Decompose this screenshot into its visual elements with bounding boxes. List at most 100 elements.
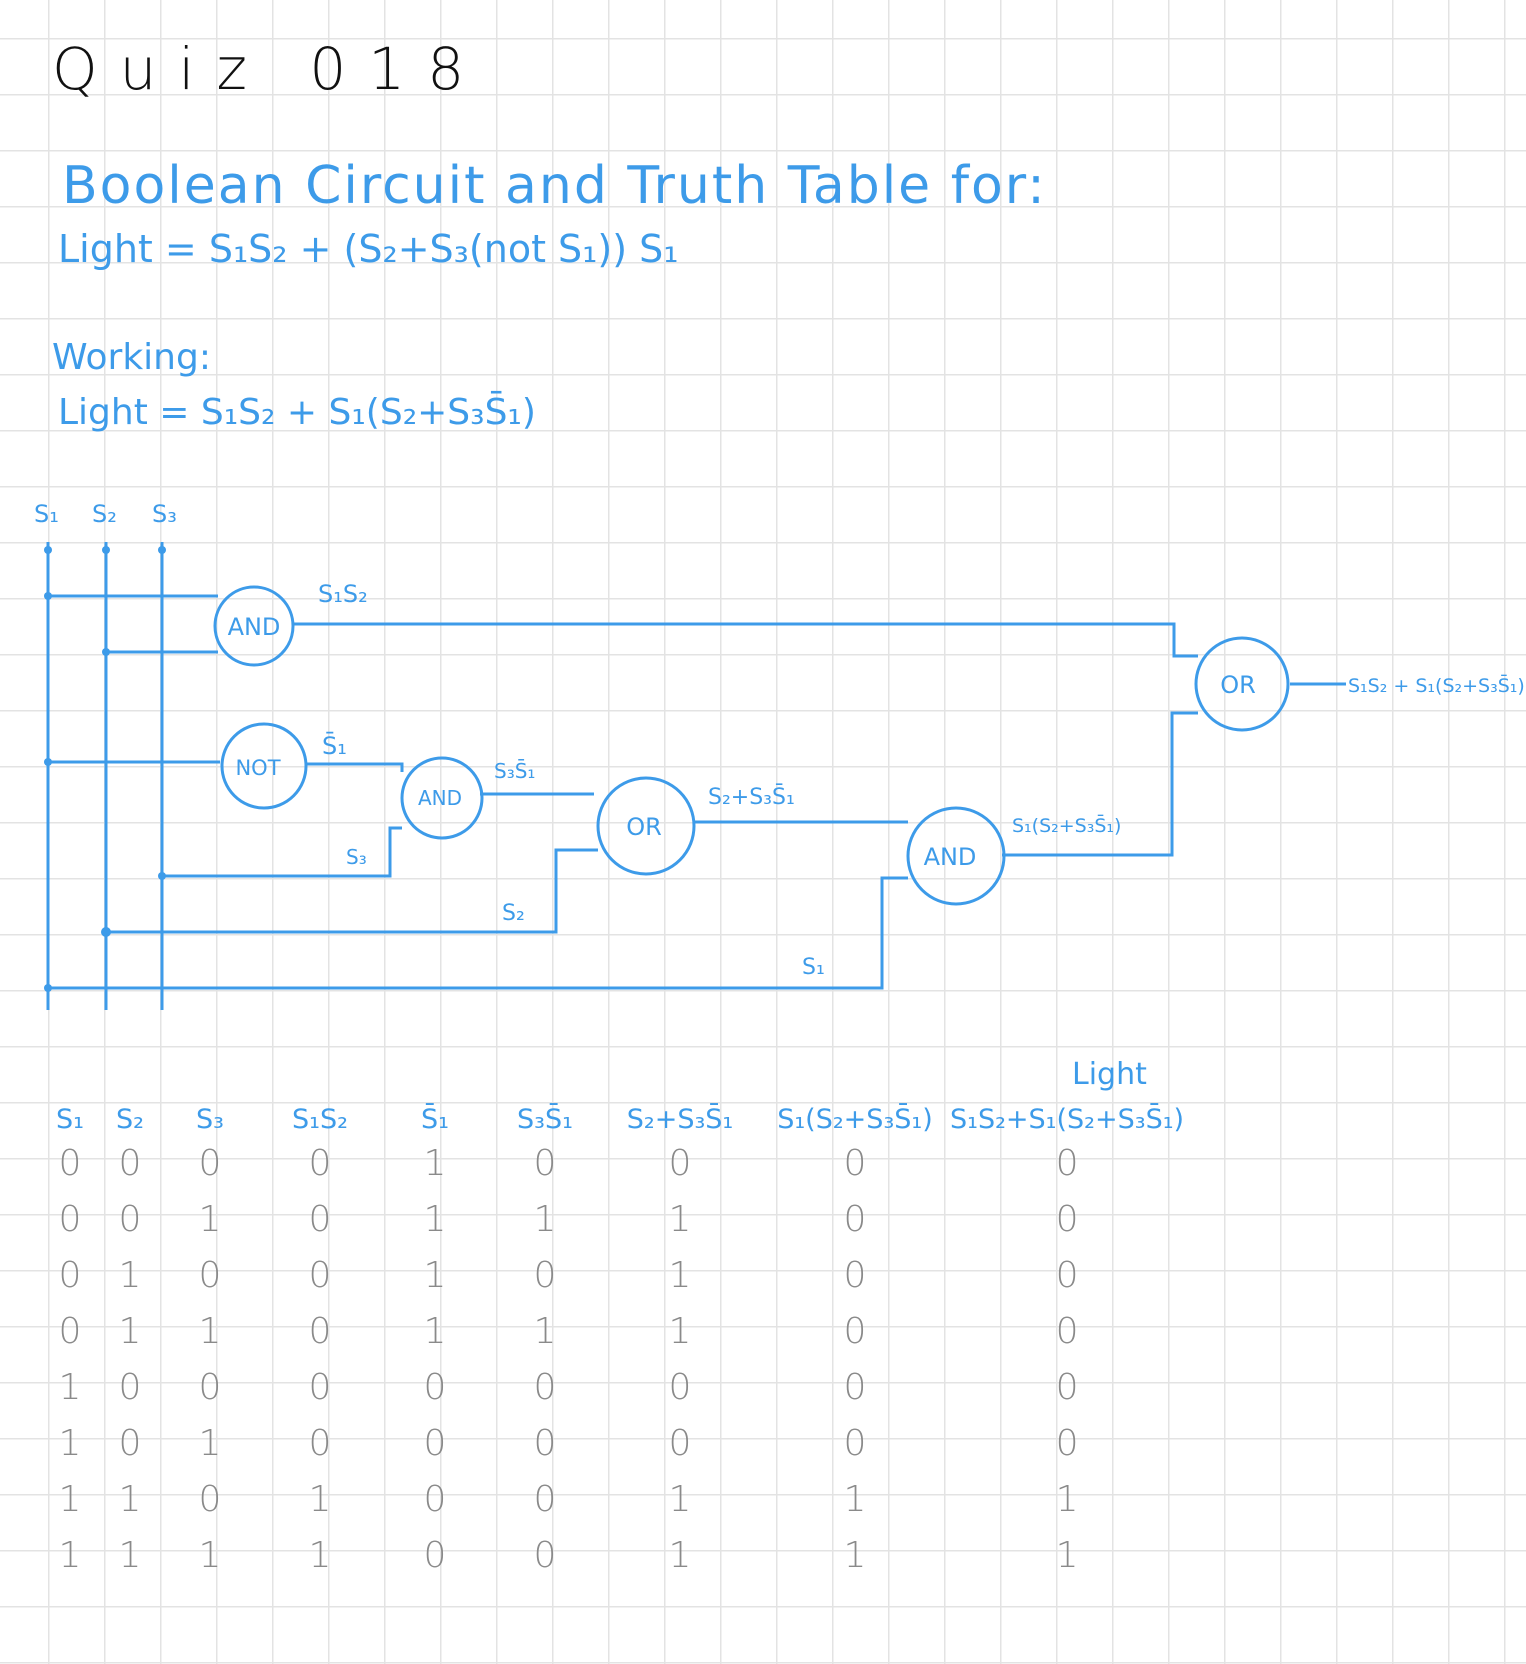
table-cell: 0 [1055,1198,1079,1240]
table-cell: 0 [423,1534,447,1576]
table-cell: 1 [198,1198,222,1240]
table-cell: 1 [58,1534,82,1576]
table-cell: 0 [198,1142,222,1184]
table-cell: 0 [1055,1422,1079,1464]
table-cell: 0 [423,1366,447,1408]
table-cell: 0 [308,1366,332,1408]
table-cell: 1 [668,1478,692,1520]
table-cell: 0 [308,1198,332,1240]
table-cell: 0 [533,1534,557,1576]
header-s2: S₂ [116,1104,144,1135]
input-label-s2: S₂ [92,500,117,528]
table-cell: 1 [308,1478,332,1520]
table-cell: 1 [533,1310,557,1352]
truth-table: S₁ S₂ S₃ S₁S₂ S̄₁ S₃S̄₁ S₂+S₃S̄₁ S₁(S₂+S… [40,1060,1184,1583]
table-cell: 1 [1055,1534,1079,1576]
table-cell: 1 [198,1310,222,1352]
wire-label-s1: S₁ [802,955,825,980]
and-gate-1 [213,585,295,667]
table-cell: 0 [198,1366,222,1408]
wire-label-output: S₁S₂ + S₁(S₂+S₃S̄₁) [1348,673,1525,697]
or-gate-1 [596,776,696,876]
table-cell: 1 [58,1366,82,1408]
table-cell: 0 [58,1254,82,1296]
table-cell: 1 [118,1310,142,1352]
header-s1s2: S₁S₂ [292,1104,348,1135]
table-cell: 1 [198,1422,222,1464]
table-cell: 0 [668,1366,692,1408]
table-cell: 0 [533,1366,557,1408]
wire-label-s3-not-s1: S₃S̄₁ [494,758,535,783]
table-cell: 0 [843,1254,867,1296]
table-cell: 0 [533,1254,557,1296]
table-cell: 0 [118,1422,142,1464]
header-s3: S₃ [196,1104,224,1135]
table-cell: 1 [118,1254,142,1296]
input-label-s3: S₃ [152,500,177,528]
table-cell: 0 [1055,1366,1079,1408]
table-cell: 0 [533,1142,557,1184]
light-formula: Light = S₁S₂ + (S₂+S₃(not S₁)) S₁ [58,227,679,271]
table-cell: 0 [118,1366,142,1408]
not-gate-label: NOT [235,756,280,780]
not-gate [220,722,308,810]
table-cell: 0 [308,1310,332,1352]
table-cell: 0 [308,1254,332,1296]
and-gate-3 [906,806,1006,906]
input-label-s1: S₁ [34,500,59,528]
table-cell: 1 [58,1478,82,1520]
wire-label-s2: S₂ [502,901,525,926]
table-cell: 1 [198,1534,222,1576]
table-cell: 0 [58,1142,82,1184]
table-cell: 1 [423,1198,447,1240]
table-cell: 0 [308,1142,332,1184]
wire-not-out [306,762,404,772]
table-cell: 0 [58,1310,82,1352]
and-gate-2-label: AND [418,786,462,810]
table-cell: 1 [668,1534,692,1576]
or-gate-1-label: OR [626,813,662,841]
table-cell: 1 [668,1198,692,1240]
table-cell: 1 [668,1310,692,1352]
table-cell: 0 [533,1422,557,1464]
wire-label-s2-plus: S₂+S₃S̄₁ [708,784,795,810]
and-gate-3-label: AND [924,843,977,871]
table-cell: 0 [118,1198,142,1240]
table-cell: 0 [1055,1142,1079,1184]
table-cell: 0 [533,1478,557,1520]
header-s3-not-s1: S₃S̄₁ [517,1104,573,1135]
table-cell: 1 [118,1478,142,1520]
table-cell: 0 [423,1478,447,1520]
wire-s1-to-and3 [48,876,908,990]
header-not-s1: S̄₁ [421,1104,449,1135]
table-cell: 0 [843,1310,867,1352]
or-gate-2-label: OR [1220,671,1256,699]
table-cell: 1 [308,1534,332,1576]
page-title: Quiz 018 [52,35,487,103]
table-cell: 0 [58,1198,82,1240]
header-s2-plus: S₂+S₃S̄₁ [626,1104,734,1135]
heading: Boolean Circuit and Truth Table for: [62,156,1047,216]
table-cell: 1 [58,1422,82,1464]
table-cell: 0 [308,1422,332,1464]
table-cell: 0 [1055,1254,1079,1296]
table-cell: 0 [843,1142,867,1184]
table-cell: 1 [843,1534,867,1576]
table-cell: 0 [668,1422,692,1464]
table-cell: 0 [198,1478,222,1520]
table-cell: 1 [668,1254,692,1296]
wire-s3-to-and2 [162,826,402,878]
header-s1: S₁ [56,1104,84,1135]
light-column-label: Light [1072,1057,1147,1092]
and-gate-1-label: AND [228,613,281,641]
header-s1-product: S₁(S₂+S₃S̄₁) [777,1104,933,1135]
wire-and3-out [1002,711,1198,857]
header-light: S₁S₂+S₁(S₂+S₃S̄₁) [950,1104,1185,1135]
